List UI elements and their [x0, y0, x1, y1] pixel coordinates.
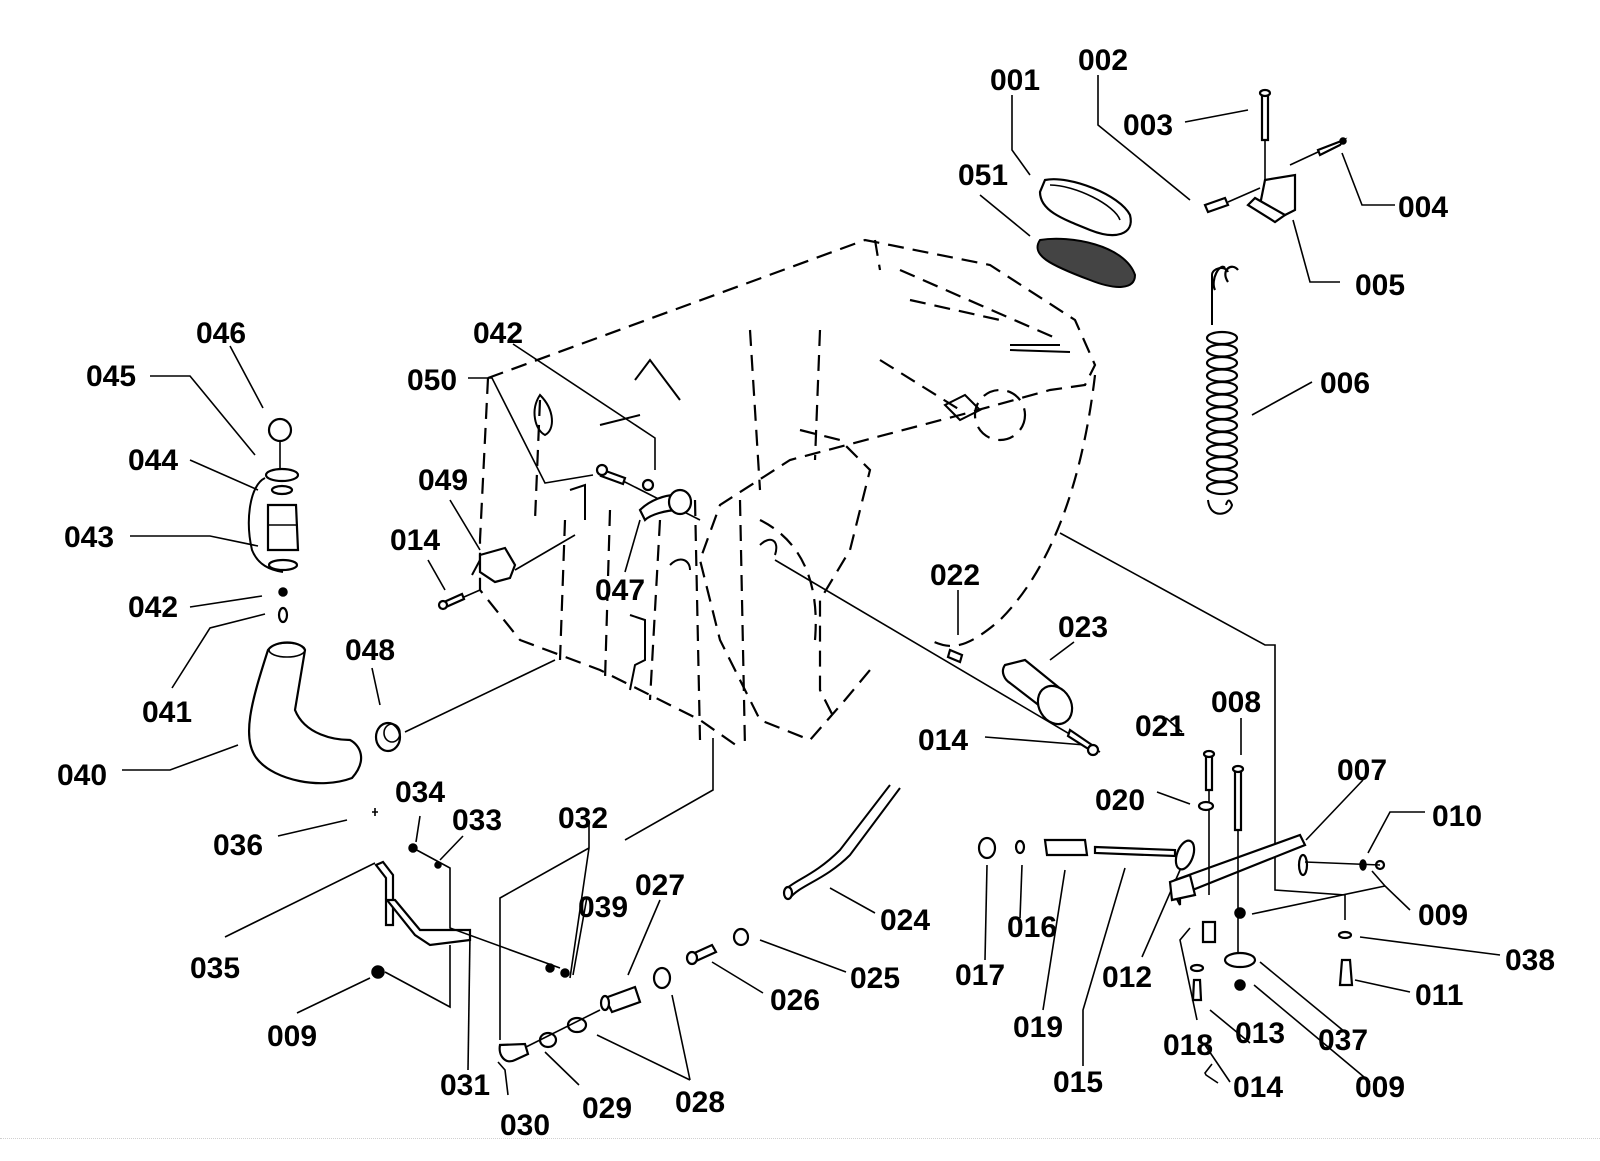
- spring-coil: [1205, 455, 1239, 471]
- label-006: 006: [1320, 367, 1370, 400]
- label-021: 021: [1135, 710, 1185, 743]
- label-026: 026: [770, 984, 820, 1017]
- label-025: 025: [850, 962, 900, 995]
- spring-coil: [1205, 368, 1239, 383]
- label-020: 020: [1095, 784, 1145, 817]
- label-022: 022: [930, 559, 980, 592]
- spring-coil: [1205, 443, 1239, 458]
- label-009-right: 009: [1418, 899, 1468, 932]
- label-015: 015: [1053, 1066, 1103, 1099]
- label-009-bottom: 009: [1355, 1071, 1405, 1104]
- spring-coil: [1205, 343, 1239, 358]
- strainer-part: [1036, 237, 1137, 288]
- spring-coil: [1205, 355, 1239, 371]
- label-048: 048: [345, 634, 395, 667]
- parts: [247, 88, 1386, 1063]
- label-004: 004: [1398, 191, 1448, 224]
- fuel-tank: [478, 238, 1097, 749]
- label-003: 003: [1123, 109, 1173, 142]
- label-031: 031: [440, 1069, 490, 1102]
- part-labels: 001 002 003 004 005 006 007 008 009 009 …: [57, 44, 1555, 1142]
- spring-part: [1205, 265, 1239, 515]
- label-045: 045: [86, 360, 136, 393]
- label-037: 037: [1318, 1024, 1368, 1057]
- label-027: 027: [635, 869, 685, 902]
- label-036: 036: [213, 829, 263, 862]
- label-013: 013: [1235, 1017, 1285, 1050]
- bottom-rule: [0, 1138, 1600, 1139]
- label-029: 029: [582, 1092, 632, 1125]
- label-046: 046: [196, 317, 246, 350]
- label-051: 051: [958, 159, 1008, 192]
- label-035: 035: [190, 952, 240, 985]
- label-024: 024: [880, 904, 930, 937]
- label-016: 016: [1007, 911, 1057, 944]
- spring-coil: [1205, 330, 1239, 346]
- label-039: 039: [578, 891, 628, 924]
- label-010: 010: [1432, 800, 1482, 833]
- label-040: 040: [57, 759, 107, 792]
- label-043: 043: [64, 521, 114, 554]
- label-050: 050: [407, 364, 457, 397]
- label-042-upper: 042: [473, 317, 523, 350]
- label-033: 033: [452, 804, 502, 837]
- spring-coil: [1205, 480, 1239, 496]
- spring-coil: [1205, 418, 1239, 433]
- label-028: 028: [675, 1086, 725, 1119]
- label-007: 007: [1337, 754, 1387, 787]
- label-001: 001: [990, 64, 1040, 97]
- label-034: 034: [395, 776, 445, 809]
- label-041: 041: [142, 696, 192, 729]
- label-008: 008: [1211, 686, 1261, 719]
- label-014-left: 014: [390, 524, 440, 557]
- spring-coil: [1205, 468, 1239, 483]
- label-032: 032: [558, 802, 608, 835]
- leader-lines: [122, 75, 1501, 1096]
- label-017: 017: [955, 959, 1005, 992]
- label-044: 044: [128, 444, 178, 477]
- label-042-left: 042: [128, 591, 178, 624]
- label-023: 023: [1058, 611, 1108, 644]
- spring-coil: [1205, 393, 1239, 408]
- spring-coil: [1205, 430, 1239, 446]
- label-038: 038: [1505, 944, 1555, 977]
- spring-coil: [1205, 380, 1239, 396]
- label-019: 019: [1013, 1011, 1063, 1044]
- label-009-left: 009: [267, 1020, 317, 1053]
- label-005: 005: [1355, 269, 1405, 302]
- fuel-cap-part: [1038, 178, 1132, 237]
- label-002: 002: [1078, 44, 1128, 77]
- spring-coil: [1205, 405, 1239, 421]
- label-047: 047: [595, 574, 645, 607]
- label-018: 018: [1163, 1029, 1213, 1062]
- label-011: 011: [1415, 979, 1463, 1012]
- label-049: 049: [418, 464, 468, 497]
- label-014-right: 014: [1233, 1071, 1283, 1104]
- label-014-center: 014: [918, 724, 968, 757]
- label-012: 012: [1102, 961, 1152, 994]
- label-030: 030: [500, 1109, 550, 1142]
